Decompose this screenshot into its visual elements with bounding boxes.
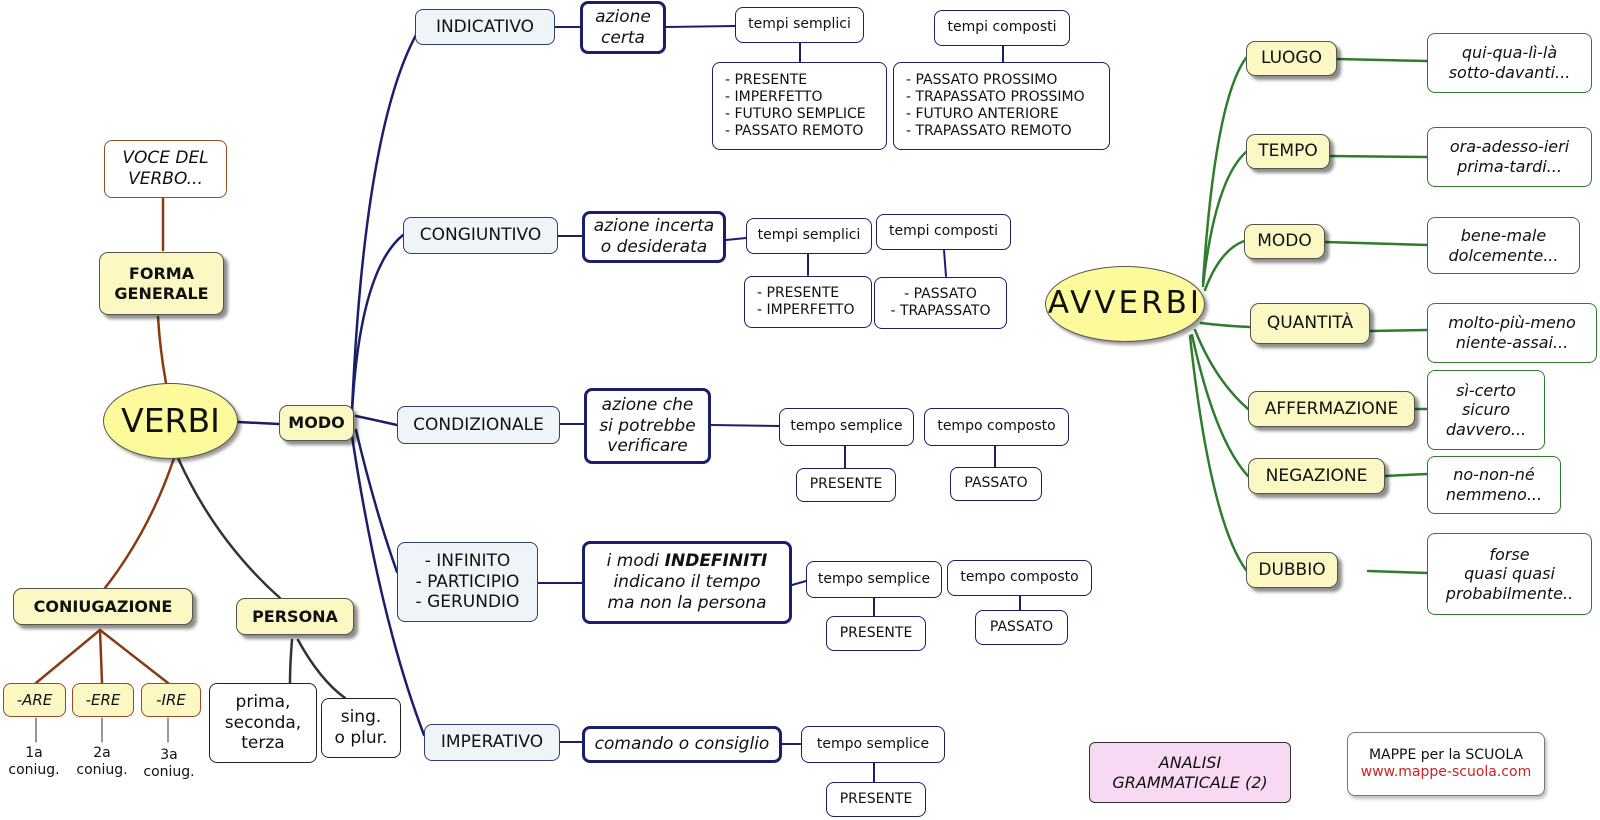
congiuntivo-tempi-composti-node[interactable]: tempi composti (876, 214, 1011, 250)
indefiniti-passato-node: PASSATO (975, 610, 1068, 645)
indefiniti-presente-node: PRESENTE (826, 616, 926, 651)
ere-node[interactable]: -ERE (72, 683, 134, 717)
indefiniti-desc-node[interactable]: i modi INDEFINITI indicano il tempo ma n… (582, 541, 792, 624)
avverbi-dubbio-examples: forse quasi quasi probabilmente.. (1427, 533, 1592, 615)
congiuntivo-desc-node[interactable]: azione incerta o desiderata (582, 211, 726, 263)
forma-generale-node[interactable]: FORMA GENERALE (99, 252, 224, 315)
imperativo-presente-node: PRESENTE (826, 782, 926, 817)
condizionale-presente-node: PRESENTE (796, 468, 896, 502)
coniug-1-label: 1a coniug. (8, 744, 60, 778)
imperativo-tempo-semplice-node[interactable]: tempo semplice (801, 726, 945, 763)
indefiniti-tempo-semplice-node[interactable]: tempo semplice (806, 561, 942, 598)
condizionale-node[interactable]: CONDIZIONALE (397, 406, 560, 444)
condizionale-desc-node[interactable]: azione che si potrebbe verificare (584, 388, 711, 464)
indefiniti-desc-post: indicano il tempo ma non la persona (607, 572, 767, 613)
mappe-scuola-box[interactable]: MAPPE per la SCUOLA www.mappe-scuola.com (1347, 732, 1545, 796)
imperativo-node[interactable]: IMPERATIVO (424, 724, 560, 761)
avverbi-luogo-examples: qui-qua-lì-là sotto-davanti... (1427, 33, 1592, 93)
avverbi-tempo-examples: ora-adesso-ieri prima-tardi... (1427, 127, 1592, 187)
analisi-grammaticale-label: ANALISI GRAMMATICALE (2) (1089, 742, 1291, 803)
avverbi-quantita-node[interactable]: QUANTITÀ (1250, 303, 1370, 344)
avverbi-affermazione-node[interactable]: AFFERMAZIONE (1248, 391, 1415, 427)
indefiniti-tempo-composto-node[interactable]: tempo composto (947, 560, 1092, 596)
coniug-2-label: 2a coniug. (76, 744, 128, 778)
indefiniti-desc-pre: i modi (606, 551, 665, 572)
condizionale-tempo-semplice-node[interactable]: tempo semplice (779, 408, 914, 446)
ire-node[interactable]: -IRE (141, 683, 201, 717)
avverbi-luogo-node[interactable]: LUOGO (1246, 41, 1337, 76)
mappe-scuola-title: MAPPE per la SCUOLA (1368, 746, 1524, 763)
indicativo-desc-node[interactable]: azione certa (580, 1, 666, 54)
imperativo-desc-node[interactable]: comando o consiglio (582, 726, 782, 763)
verbi-central-node[interactable]: VERBI (103, 383, 238, 459)
congiuntivo-semplici-list: - PRESENTE - IMPERFETTO (744, 276, 872, 328)
coniugazione-node[interactable]: CONIUGAZIONE (13, 588, 193, 625)
mappe-scuola-url[interactable]: www.mappe-scuola.com (1360, 764, 1532, 780)
avverbi-central-node[interactable]: AVVERBI (1045, 266, 1205, 342)
indicativo-semplici-list: - PRESENTE - IMPERFETTO - FUTURO SEMPLIC… (712, 62, 887, 150)
persona-node[interactable]: PERSONA (236, 598, 354, 635)
congiuntivo-composti-list: - PASSATO - TRAPASSATO (874, 277, 1007, 329)
avverbi-quantita-examples: molto-più-meno niente-assai... (1427, 303, 1597, 363)
avverbi-negazione-node[interactable]: NEGAZIONE (1248, 458, 1385, 494)
indefiniti-desc-bold: INDEFINITI (664, 551, 768, 572)
avverbi-modo-node[interactable]: MODO (1244, 224, 1325, 259)
congiuntivo-node[interactable]: CONGIUNTIVO (403, 217, 558, 254)
avverbi-negazione-examples: no-non-né nemmeno... (1427, 456, 1561, 514)
condizionale-tempo-composto-node[interactable]: tempo composto (924, 408, 1069, 446)
indefiniti-desc-line1: i modi INDEFINITI (607, 551, 768, 572)
avverbi-affermazione-examples: sì-certo sicuro davvero... (1427, 370, 1545, 450)
avverbi-dubbio-node[interactable]: DUBBIO (1246, 552, 1338, 588)
indicativo-tempi-semplici-node[interactable]: tempi semplici (735, 7, 864, 43)
persona-sing-plur-node[interactable]: sing. o plur. (321, 698, 401, 758)
modo-node[interactable]: MODO (279, 405, 354, 441)
persona-prima-seconda-terza-node[interactable]: prima, seconda, terza (209, 683, 317, 763)
avverbi-modo-examples: bene-male dolcemente... (1427, 217, 1580, 274)
indicativo-node[interactable]: INDICATIVO (415, 9, 555, 45)
congiuntivo-tempi-semplici-node[interactable]: tempi semplici (746, 218, 872, 254)
indicativo-tempi-composti-node[interactable]: tempi composti (934, 10, 1070, 46)
avverbi-tempo-node[interactable]: TEMPO (1246, 134, 1330, 169)
voce-del-verbo-node[interactable]: VOCE DEL VERBO... (104, 140, 227, 198)
are-node[interactable]: -ARE (3, 683, 66, 717)
indefiniti-modes-node[interactable]: - INFINITO - PARTICIPIO - GERUNDIO (397, 542, 538, 622)
indicativo-composti-list: - PASSATO PROSSIMO - TRAPASSATO PROSSIMO… (893, 62, 1110, 150)
coniug-3-label: 3a coniug. (143, 746, 195, 780)
condizionale-passato-node: PASSATO (950, 467, 1042, 501)
